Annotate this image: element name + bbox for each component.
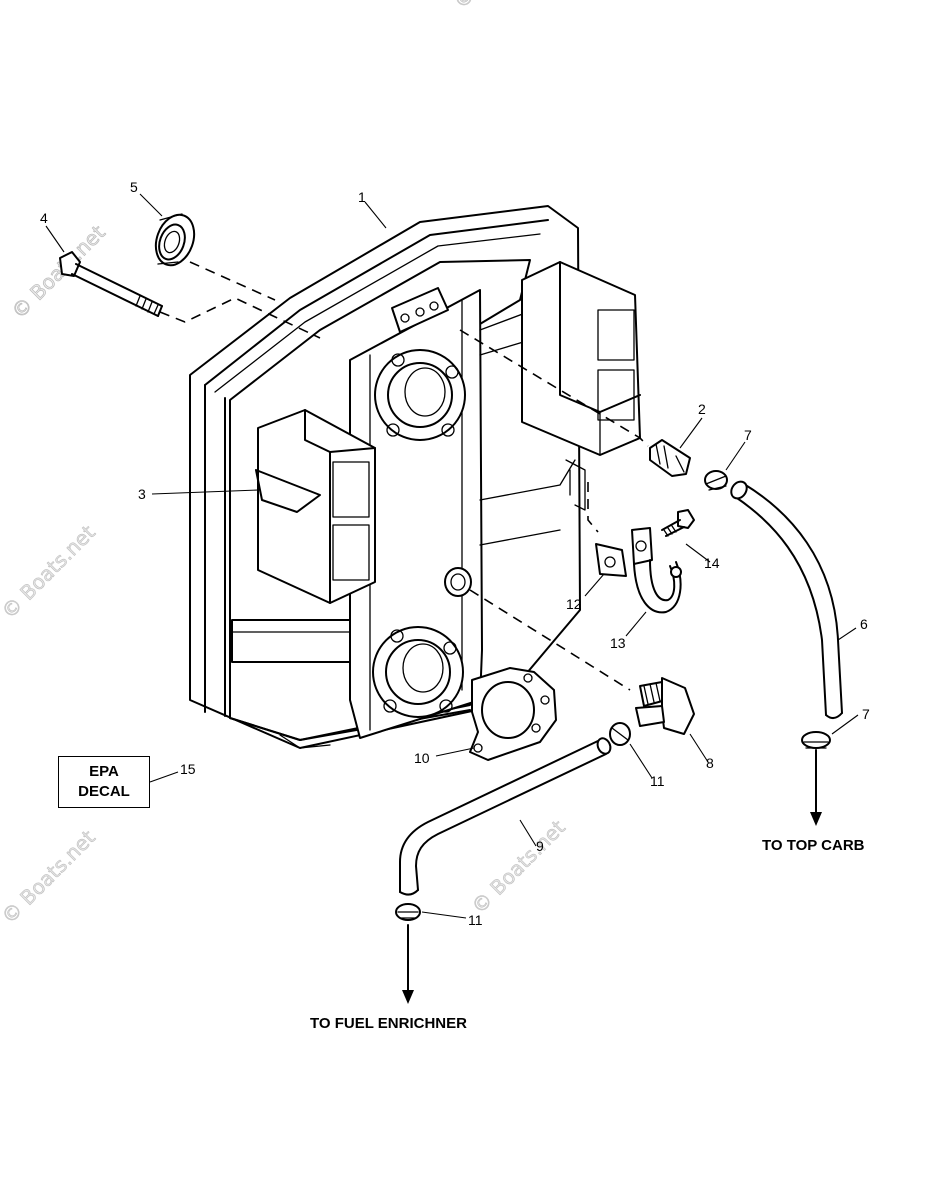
- watermark-lower-left: © Boats.net: [0, 825, 100, 928]
- p-clamp-part-13: [631, 527, 682, 614]
- callout-9: 9: [536, 838, 544, 854]
- callout-13: 13: [610, 635, 626, 651]
- callout-14: 14: [704, 555, 720, 571]
- hose-part-9: [399, 737, 612, 896]
- callout-8: 8: [706, 755, 714, 771]
- epa-decal-line2: DECAL: [78, 783, 130, 800]
- callout-11-upper: 11: [650, 773, 665, 789]
- callout-numbers: 1 2 3 4 5 6 7 7 8 9 10 11 11 12 13 14 15: [40, 179, 870, 928]
- clip-nut-part-12: [595, 543, 627, 577]
- clamp-part-11-upper: [609, 722, 631, 746]
- gasket-part-10: [469, 667, 557, 761]
- screw-part-14: [661, 509, 695, 537]
- watermark-mid-left: © Boats.net: [0, 520, 100, 623]
- watermark-upper-left: © Boats.net: [7, 220, 110, 323]
- callout-10: 10: [414, 750, 430, 766]
- hose-part-6: [730, 480, 843, 719]
- to-top-carb-label: TO TOP CARB: [762, 837, 865, 854]
- to-fuel-enrichner-label: TO FUEL ENRICHNER: [310, 1015, 467, 1032]
- callout-15: 15: [180, 761, 196, 777]
- watermark-top: © Boats.net: [449, 0, 552, 14]
- callout-3: 3: [138, 486, 146, 502]
- callout-1: 1: [358, 189, 366, 205]
- destination-labels: TO TOP CARB TO FUEL ENRICHNER: [310, 837, 865, 1032]
- elbow-fitting-part-8: [635, 677, 695, 735]
- clamp-part-11-lower: [395, 903, 421, 921]
- bolt-part-4: [59, 251, 163, 317]
- fuel-tank-body: [189, 205, 641, 749]
- callout-4: 4: [40, 210, 48, 226]
- grommet-part-5: [154, 213, 196, 267]
- callout-5: 5: [130, 179, 138, 195]
- watermark-lower-center: © Boats.net: [467, 815, 570, 918]
- callout-7-upper: 7: [744, 427, 752, 443]
- callout-7-lower: 7: [862, 706, 870, 722]
- leader-lines: [45, 193, 859, 919]
- clamp-part-7-lower: [801, 731, 831, 749]
- fitting-part-2: [649, 439, 691, 477]
- arrows: [402, 749, 822, 1004]
- callout-11-lower: 11: [468, 912, 483, 928]
- assembly-lines: [159, 261, 649, 691]
- epa-decal-line1: EPA: [89, 763, 119, 780]
- callout-6: 6: [860, 616, 868, 632]
- callout-2: 2: [698, 401, 706, 417]
- epa-decal-box: EPA DECAL: [58, 756, 150, 808]
- clamp-part-7-upper: [704, 470, 728, 491]
- callout-12: 12: [566, 596, 582, 612]
